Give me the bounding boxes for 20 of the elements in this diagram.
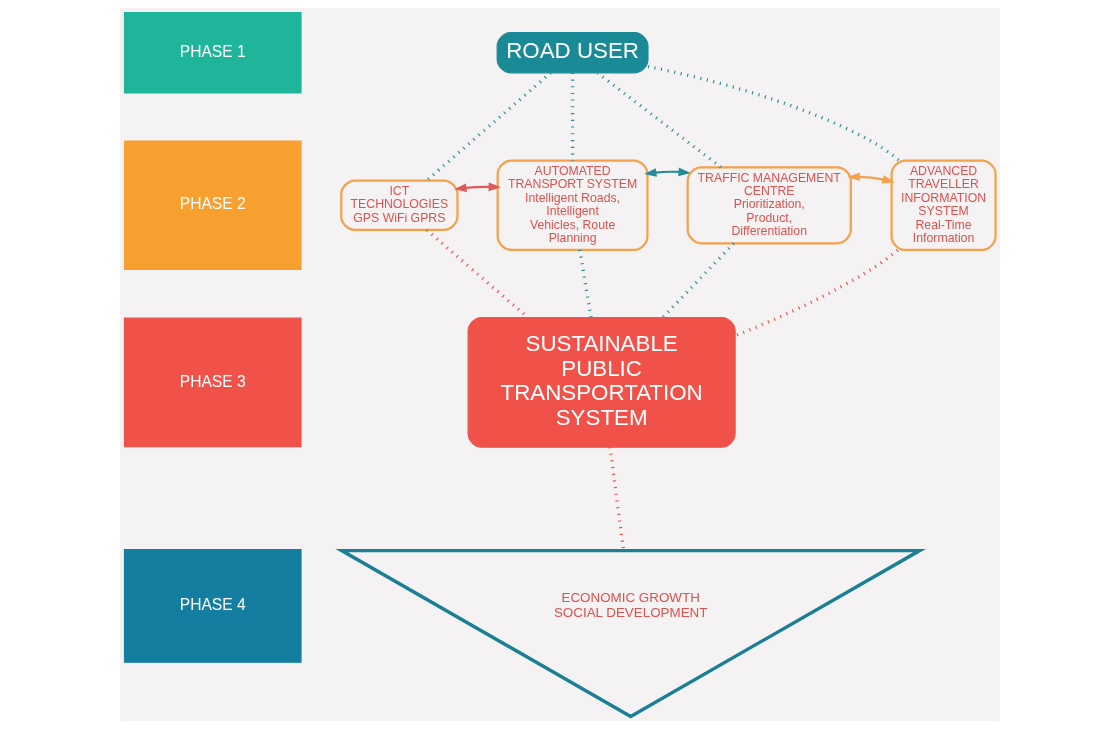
arrow <box>847 172 895 184</box>
connector <box>608 447 626 551</box>
node-box: PHASE 2 <box>123 140 302 271</box>
connector <box>578 249 593 318</box>
arrow <box>644 167 691 177</box>
connector <box>596 71 722 169</box>
connector <box>647 64 901 162</box>
connector <box>425 71 552 182</box>
node-box: PHASE 4 <box>123 548 302 663</box>
node-box: SUSTAINABLE PUBLIC TRANSPORTATION SYSTEM <box>467 317 736 448</box>
node-box: PHASE 1 <box>123 11 302 94</box>
connector <box>734 248 899 338</box>
node-box: ICT TECHNOLOGIES GPS WiFi GPRS <box>340 179 459 231</box>
node-box: ADVANCED TRAVELLER INFORMATION SYSTEM Real-Time Information <box>890 159 997 252</box>
node-box: TRAFFIC MANAGEMENT CENTRE Prioritization, Product, Differentiation <box>686 166 852 245</box>
connector <box>661 242 735 319</box>
node-box: AUTOMATED TRANSPORT SYSTEM Intelligent Roads, Intelligent Vehicles, Route Planning <box>496 159 649 252</box>
node-box: ROAD USER <box>496 32 649 74</box>
arrow <box>454 182 501 193</box>
node-box: PHASE 3 <box>123 317 302 448</box>
